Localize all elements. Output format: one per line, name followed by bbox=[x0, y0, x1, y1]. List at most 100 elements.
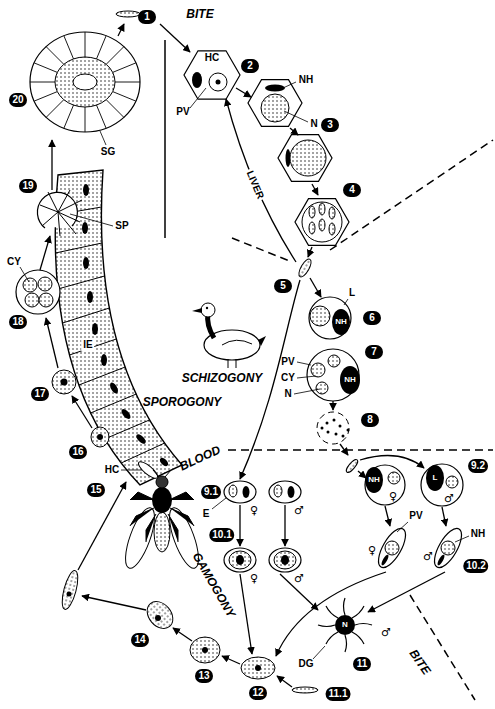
stage-arrow bbox=[239, 505, 240, 546]
liver-cell bbox=[184, 51, 349, 246]
leader-line bbox=[284, 111, 308, 122]
midgut-epithelium bbox=[135, 433, 148, 446]
part-label: NH bbox=[344, 376, 356, 384]
fly bbox=[169, 492, 194, 500]
oocyst bbox=[40, 205, 58, 212]
midgut-epithelium bbox=[56, 243, 103, 253]
salivary-gland bbox=[30, 32, 140, 132]
midgut-epithelium bbox=[70, 339, 117, 355]
mosquito-stage bbox=[59, 569, 81, 611]
stage-heading: BITE bbox=[407, 647, 433, 676]
liver-cell bbox=[216, 80, 221, 85]
callout-number: 12 bbox=[249, 686, 267, 700]
blood-schizont bbox=[328, 355, 340, 367]
exflagellating-microgametocyte bbox=[344, 598, 346, 615]
liver-cell bbox=[261, 94, 289, 122]
callout-number: 2 bbox=[241, 59, 259, 73]
part-label: NH bbox=[471, 529, 485, 539]
fly bbox=[156, 476, 168, 488]
blood-schizont bbox=[342, 435, 345, 438]
liver-cell bbox=[290, 140, 326, 176]
stage-arrow bbox=[160, 24, 190, 52]
leucocyte bbox=[365, 467, 383, 493]
callout-number: 11 bbox=[353, 657, 371, 671]
erythrocyte bbox=[224, 481, 301, 572]
leader-line bbox=[212, 498, 226, 509]
salivary-gland bbox=[73, 74, 97, 90]
erythrocyte bbox=[274, 485, 282, 497]
blood-schizont bbox=[317, 412, 349, 444]
midgut-epithelium bbox=[158, 456, 169, 467]
exflagellating-microgametocyte bbox=[318, 598, 372, 652]
blood-schizont bbox=[332, 309, 350, 335]
duck bbox=[206, 307, 208, 309]
salivary-gland bbox=[106, 100, 124, 118]
erythrocyte bbox=[269, 548, 301, 572]
fly bbox=[130, 492, 155, 500]
exflagellating-microgametocyte bbox=[355, 624, 372, 626]
sex-symbol: ♀ bbox=[389, 491, 397, 502]
exflagellating-microgametocyte bbox=[326, 632, 338, 644]
stage-arrow bbox=[360, 456, 424, 469]
liver-cell bbox=[319, 219, 325, 231]
duck bbox=[222, 340, 252, 345]
callout-number: 9.1 bbox=[201, 485, 221, 499]
part-label: HC bbox=[205, 53, 219, 63]
leucocyte bbox=[421, 464, 463, 506]
stage-arrow bbox=[308, 247, 312, 257]
merozoite bbox=[345, 458, 360, 474]
leucocyte bbox=[388, 472, 400, 484]
leader-line bbox=[20, 82, 469, 659]
salivary-gland bbox=[64, 36, 74, 59]
part-label: N bbox=[284, 389, 291, 399]
callout-number: 19 bbox=[19, 179, 37, 193]
blood-schizont bbox=[326, 422, 329, 425]
erythrocyte bbox=[281, 555, 289, 565]
leader-line bbox=[121, 470, 142, 471]
liver-cell bbox=[184, 51, 240, 99]
leader-line bbox=[313, 646, 325, 659]
part-label: PV bbox=[409, 511, 422, 521]
blood-schizont bbox=[310, 306, 330, 326]
part-label: N bbox=[310, 119, 317, 129]
stage-heading: BITE bbox=[186, 8, 213, 20]
oocyst bbox=[97, 434, 103, 440]
stage-arrow bbox=[284, 505, 285, 546]
part-label: CY bbox=[7, 257, 21, 267]
blood-schizont bbox=[307, 297, 360, 444]
leader-line bbox=[455, 536, 469, 542]
duck bbox=[192, 303, 266, 368]
midgut-epithelium bbox=[82, 222, 88, 234]
leucocyte bbox=[429, 524, 467, 571]
part-label: DG bbox=[299, 659, 314, 669]
callout-number: 18 bbox=[9, 315, 27, 329]
sex-symbol: ♂ bbox=[381, 627, 391, 638]
stage-arrow bbox=[340, 444, 348, 455]
oocyst bbox=[58, 212, 60, 236]
blood-schizont bbox=[311, 363, 325, 377]
liver-cell bbox=[278, 135, 332, 182]
salivary-gland bbox=[30, 32, 140, 132]
salivary-gland bbox=[115, 82, 140, 83]
leader-line bbox=[344, 299, 348, 305]
stage-arrow bbox=[51, 140, 52, 190]
stage-arrow bbox=[276, 572, 386, 656]
mosquito-stage bbox=[155, 615, 161, 621]
erythrocyte bbox=[229, 551, 251, 569]
mosquito-stage bbox=[292, 687, 318, 693]
callout-number: 5 bbox=[274, 279, 292, 293]
midgut-epithelium bbox=[101, 354, 107, 366]
leucocyte bbox=[365, 464, 467, 572]
blood-schizont bbox=[333, 419, 336, 422]
salivary-gland bbox=[97, 36, 107, 59]
oocyst bbox=[25, 293, 39, 307]
blood-schizont bbox=[321, 427, 324, 430]
midgut-epithelium bbox=[105, 420, 150, 439]
midgut-epithelium bbox=[87, 291, 93, 303]
oocyst bbox=[16, 190, 109, 447]
oocyst bbox=[52, 370, 76, 394]
part-label: PV bbox=[176, 107, 189, 117]
callout-number: 20 bbox=[9, 93, 27, 107]
leader-line bbox=[397, 522, 408, 532]
